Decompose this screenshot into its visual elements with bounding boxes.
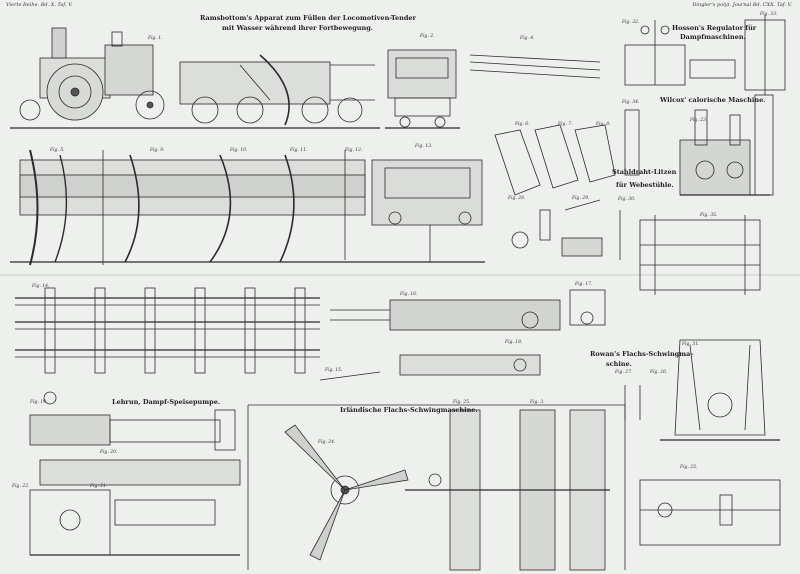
fig-label-7: Fig. 7. — [558, 122, 573, 127]
fig31-flax-scutching-machine — [624, 339, 780, 441]
fig-label-13: Fig. 13. — [415, 144, 433, 149]
fig5-11-scoop-sections — [10, 149, 370, 266]
title-wilcox: Wilcox' calorische Maschine. — [660, 96, 766, 104]
fig16-18-pipe-trough — [319, 289, 606, 381]
plate-series-label: Vierte Reihe. Bd. X. Taf. V. — [6, 2, 73, 8]
fig-label-30: Fig. 30. — [618, 197, 636, 202]
fig-label-9: Fig. 9. — [150, 148, 165, 153]
fig-label-2: Fig. 2. — [420, 34, 435, 39]
fig-label-18: Fig. 18. — [505, 340, 523, 345]
fig32-33-regulator-drawing — [624, 15, 786, 95]
title-hosson-line1: Hosson's Regulator für — [672, 24, 757, 32]
fig-label-23: Fig. 23. — [690, 118, 708, 123]
fig-label-6: Fig. 6. — [515, 122, 530, 127]
fig-label-12: Fig. 12. — [345, 148, 363, 153]
fig-label-10: Fig. 10. — [230, 148, 248, 153]
title-hosson-line2: Dampfmaschinen. — [680, 33, 746, 41]
fig-label-32: Fig. 32. — [622, 20, 640, 25]
title-stahldraht-line1: Stahldraht-Litzen — [612, 168, 677, 176]
fig-label-29: Fig. 29. — [572, 196, 590, 201]
fig-label-3: Fig. 3. — [530, 400, 545, 405]
fig-label-15: Fig. 15. — [325, 368, 343, 373]
fig1-locomotive-drawing — [10, 27, 380, 129]
fig-label-5: Fig. 5. — [50, 148, 65, 153]
fig-label-22: Fig. 22. — [12, 484, 30, 489]
fig-label-17: Fig. 17. — [575, 282, 593, 287]
fig-label-35: Fig. 35. — [700, 213, 718, 218]
fig-label-27: Fig. 27. — [615, 370, 633, 375]
fig30-loom-frame — [619, 210, 761, 295]
fig4-track-profile — [469, 54, 601, 79]
fig-label-33: Fig. 33. — [760, 12, 778, 17]
fig-label-21: Fig. 21. — [90, 484, 108, 489]
fig-label-31: Fig. 31. — [682, 342, 700, 347]
fig14-rails-plan — [15, 287, 320, 374]
fig-label-20: Fig. 20. — [100, 450, 118, 455]
fig-label-34: Fig. 34. — [622, 100, 640, 105]
fig-label-4: Fig. 4. — [520, 36, 535, 41]
title-irish-flax: Irländische Flachs-Schwingmaschine. — [340, 406, 478, 414]
fig-label-25b: Fig. 25. — [453, 400, 471, 405]
fig-label-11: Fig. 11. — [290, 148, 308, 153]
fig-label-26: Fig. 26. — [650, 370, 668, 375]
title-ramsbottom-line1: Ramsbottom's Apparat zum Füllen der Loco… — [200, 14, 416, 22]
title-stahldraht-line2: für Webestühle. — [616, 181, 674, 189]
fig-label-1: Fig. 1. — [148, 36, 163, 41]
fig12-13-tender-section — [370, 159, 485, 263]
fig6-8-valve-plates — [494, 124, 616, 257]
fig2-tender-end-view — [385, 49, 460, 129]
fig-label-24: Fig. 24. — [318, 440, 336, 445]
fig-label-14: Fig. 14. — [32, 284, 50, 289]
fig-label-16: Fig. 16. — [400, 292, 418, 297]
plate-journal-label: Dingler's polyt. Journal Bd. CXX. Taf. V… — [692, 2, 792, 8]
fig-label-28: Fig. 28. — [508, 196, 526, 201]
fig24-28-irish-flax-machine — [247, 404, 626, 571]
fig-label-8: Fig. 8. — [596, 122, 611, 127]
title-ramsbottom-line2: mit Wasser während ihrer Fortbewegung. — [222, 24, 374, 32]
fig-label-25: Fig. 25. — [680, 465, 698, 470]
fig19-22-feed-pump — [29, 391, 241, 556]
title-rowan-line2: schine. — [606, 360, 632, 368]
fig23-hot-air-engine-drawing — [624, 94, 774, 196]
fig32-shaft-plan — [639, 479, 781, 546]
title-lehrun: Lehrun, Dampf-Speisepumpe. — [112, 398, 221, 406]
title-rowan-line1: Rowan's Flachs-Schwingma- — [590, 350, 694, 358]
fig-label-19: Fig. 19. — [30, 400, 48, 405]
